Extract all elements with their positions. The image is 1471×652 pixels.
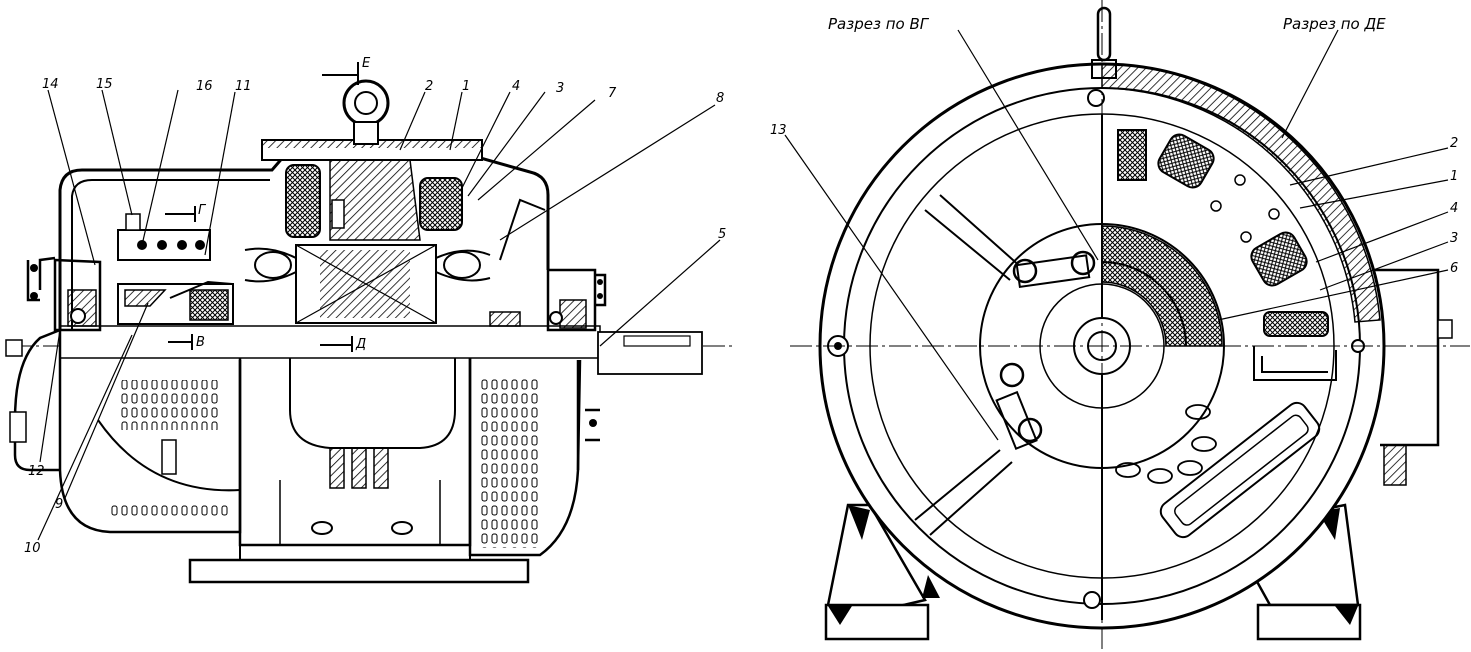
callout-12: 12 bbox=[28, 464, 45, 479]
cut-mark-v: В bbox=[196, 335, 205, 350]
section-label-vg: Разрез по ВГ bbox=[828, 15, 930, 33]
cut-mark-e: Е bbox=[362, 56, 371, 71]
vents-right bbox=[478, 378, 538, 548]
base-plate bbox=[188, 558, 530, 584]
key bbox=[623, 335, 691, 347]
rim-bolt-bottom bbox=[1083, 591, 1101, 609]
pole-core bbox=[329, 159, 421, 241]
callout-8: 8 bbox=[716, 91, 724, 106]
callout-10: 10 bbox=[24, 541, 41, 556]
section-label-de: Разрез по ДЕ bbox=[1283, 15, 1386, 33]
coil-top bbox=[1117, 129, 1147, 181]
brush-studs bbox=[995, 250, 1096, 450]
field-coil-right bbox=[419, 177, 463, 231]
callout-2-right: 2 bbox=[1450, 136, 1458, 151]
callout-16: 16 bbox=[196, 79, 213, 94]
shaft bbox=[59, 325, 601, 359]
terminal-box bbox=[1365, 268, 1440, 447]
callout-3: 3 bbox=[556, 81, 564, 96]
leader-lines-right bbox=[784, 29, 1449, 441]
side-section-view: Е Г В Д 14 15 16 11 bbox=[5, 56, 735, 584]
vents-left bbox=[120, 380, 220, 430]
callout-5: 5 bbox=[718, 227, 726, 242]
yoke-section bbox=[1101, 63, 1381, 323]
callout-7: 7 bbox=[608, 86, 617, 101]
lifting-eye-top bbox=[1096, 6, 1112, 62]
callout-3-right: 3 bbox=[1450, 231, 1458, 246]
callout-4: 4 bbox=[512, 79, 520, 94]
callout-14: 14 bbox=[42, 77, 59, 92]
callout-9: 9 bbox=[55, 497, 63, 512]
frame-left bbox=[58, 330, 242, 534]
callout-2: 2 bbox=[425, 79, 433, 94]
frame-right bbox=[468, 358, 582, 557]
cut-mark-g: Г bbox=[198, 203, 207, 218]
leader-lines-left bbox=[37, 89, 721, 541]
coil-right bbox=[1263, 311, 1329, 337]
compensating-winding bbox=[1159, 401, 1321, 539]
callout-4-right: 4 bbox=[1450, 201, 1458, 216]
callout-1: 1 bbox=[462, 79, 470, 94]
callout-6-right: 6 bbox=[1450, 261, 1458, 276]
callout-15: 15 bbox=[96, 77, 113, 92]
callout-13: 13 bbox=[770, 123, 787, 138]
cut-mark-d: Д bbox=[355, 337, 366, 352]
right-bearing-shield bbox=[546, 268, 597, 332]
winding-end-left bbox=[244, 247, 297, 283]
winding-end-right bbox=[435, 249, 491, 282]
callout-11: 11 bbox=[235, 79, 252, 94]
end-section-view: Разрез по ВГ Разрез по ДЕ 13 2 1 4 3 6 bbox=[770, 0, 1470, 650]
callout-1-right: 1 bbox=[1450, 169, 1458, 184]
coil-middle bbox=[1250, 231, 1308, 287]
stator-slots bbox=[1115, 404, 1217, 484]
left-bearing-shield bbox=[53, 258, 102, 332]
coil-upper bbox=[1157, 133, 1215, 189]
field-coil-left bbox=[285, 164, 321, 238]
